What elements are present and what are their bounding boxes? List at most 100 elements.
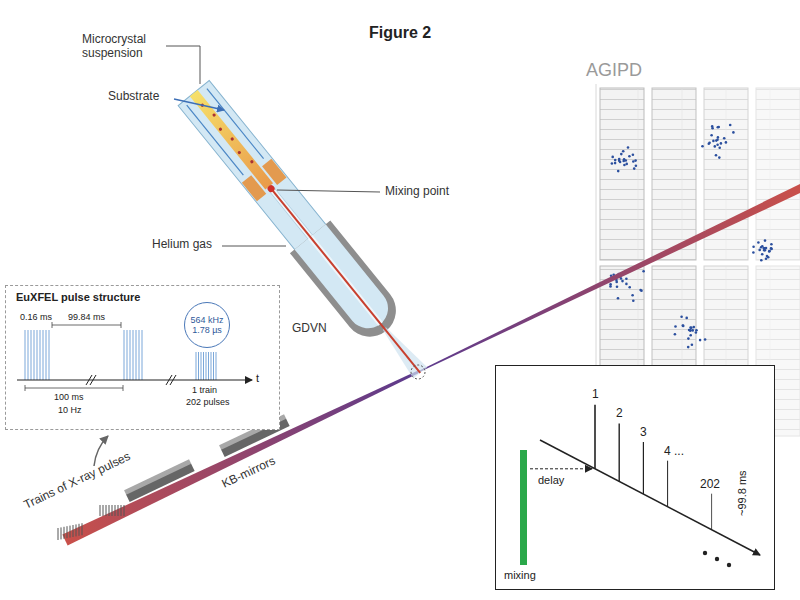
bragg-spot: [718, 156, 721, 159]
bragg-spot: [633, 167, 636, 170]
bragg-spot: [619, 161, 622, 164]
bragg-spot: [716, 143, 719, 146]
pulse-stroke: [139, 330, 140, 380]
pulse-stroke: [100, 505, 101, 516]
delay-scheme-inset: 1234 ...202delay~99.8 msmixing: [495, 365, 775, 590]
bragg-spot: [717, 136, 720, 139]
pulse-structure-inset: EuXFEL pulse structure0.16 ms99.84 ms100…: [5, 285, 280, 430]
node-text: 564 kHz: [190, 315, 223, 325]
bragg-spot: [685, 317, 688, 320]
bragg-spot: [760, 246, 763, 249]
bragg-spot: [765, 258, 768, 261]
bragg-spot: [635, 164, 638, 167]
bragg-spot: [687, 337, 690, 340]
bragg-spot: [689, 334, 692, 337]
pulse-stroke: [208, 352, 209, 380]
node-text: 202 pulses: [186, 397, 230, 407]
pulse-stroke: [124, 505, 125, 516]
bragg-spot: [752, 251, 755, 254]
bragg-spot: [704, 338, 707, 341]
gdvn-nozzle: [173, 77, 440, 389]
inset-ground: [5, 285, 280, 430]
bragg-spot: [617, 170, 620, 173]
bragg-spot: [611, 156, 614, 159]
bragg-spot: [632, 153, 635, 156]
bragg-spot: [639, 289, 642, 292]
bragg-spot: [631, 294, 634, 297]
pulse-stroke: [79, 524, 80, 536]
bragg-spot: [622, 150, 625, 153]
xray-beam-scattered: [418, 184, 800, 373]
bragg-spot: [689, 329, 692, 332]
bragg-spot: [609, 285, 612, 288]
bragg-spot: [690, 327, 693, 330]
node-text: 4 ...: [664, 445, 684, 459]
figure-title: Figure 2: [369, 24, 431, 42]
node-text: delay: [538, 474, 564, 487]
pulse-stroke: [118, 505, 119, 516]
pulse-stroke: [142, 330, 143, 380]
inset-heading: EuXFEL pulse structure: [16, 291, 141, 304]
delay-scheme: [520, 405, 760, 567]
pulse-stroke: [133, 330, 134, 380]
pulse-stroke: [49, 330, 50, 380]
bragg-spot: [614, 159, 617, 162]
pulse-stroke: [25, 330, 26, 380]
pulse-stroke: [115, 505, 116, 516]
pulse-stroke: [43, 330, 44, 380]
part-label: Substrate: [108, 90, 159, 104]
bragg-spot: [682, 324, 685, 327]
node-text: t: [256, 372, 259, 385]
detector-label: AGIPD: [586, 60, 642, 81]
bragg-spot: [768, 250, 771, 253]
pulse-stroke: [61, 527, 62, 539]
pulse-stroke: [46, 330, 47, 380]
bragg-spot: [725, 141, 728, 144]
bragg-spot: [764, 239, 767, 242]
bragg-spot: [615, 281, 618, 284]
pulse-stroke: [103, 505, 104, 516]
bragg-spot: [680, 316, 683, 319]
pulse-stroke: [31, 330, 32, 380]
pulse-stroke: [70, 526, 71, 538]
bragg-spot: [632, 160, 635, 163]
bragg-spot: [757, 241, 760, 244]
bragg-spot: [617, 297, 620, 300]
pulse-stroke: [216, 352, 217, 380]
node-text: 3: [640, 426, 647, 440]
pulse-stroke: [34, 330, 35, 380]
node-text: 0.16 ms: [20, 312, 52, 322]
bragg-spot: [674, 333, 677, 336]
bragg-spot: [689, 329, 692, 332]
node-text: 202: [700, 478, 720, 492]
bragg-spot: [689, 329, 692, 332]
part-label: GDVN: [292, 322, 327, 336]
pulse-stroke: [58, 528, 59, 540]
bragg-spot: [708, 141, 711, 144]
bragg-spot: [716, 139, 719, 142]
part-label: Microcrystal suspension: [82, 33, 172, 61]
bragg-spot: [642, 270, 645, 273]
bragg-spot: [640, 289, 643, 292]
bragg-spot: [768, 250, 771, 253]
bragg-spot: [717, 126, 720, 129]
bragg-spot: [618, 158, 621, 161]
bragg-spot: [718, 146, 721, 149]
bragg-spot: [611, 162, 614, 165]
pulse-stroke: [76, 524, 77, 536]
bragg-spot: [695, 331, 698, 334]
pulse-stroke: [206, 352, 207, 380]
bragg-spot: [770, 247, 773, 250]
bragg-spot: [691, 344, 694, 347]
bragg-spot: [627, 146, 630, 149]
node-text: 1: [592, 388, 599, 402]
node-text: 99.84 ms: [68, 312, 105, 322]
part-label: Helium gas: [152, 238, 212, 252]
interaction-point: [411, 365, 425, 379]
pulse-stroke: [28, 330, 29, 380]
bragg-spot: [693, 326, 696, 329]
inset-ground: [495, 365, 775, 590]
pulse-stroke: [37, 330, 38, 380]
bragg-spot: [632, 300, 635, 303]
